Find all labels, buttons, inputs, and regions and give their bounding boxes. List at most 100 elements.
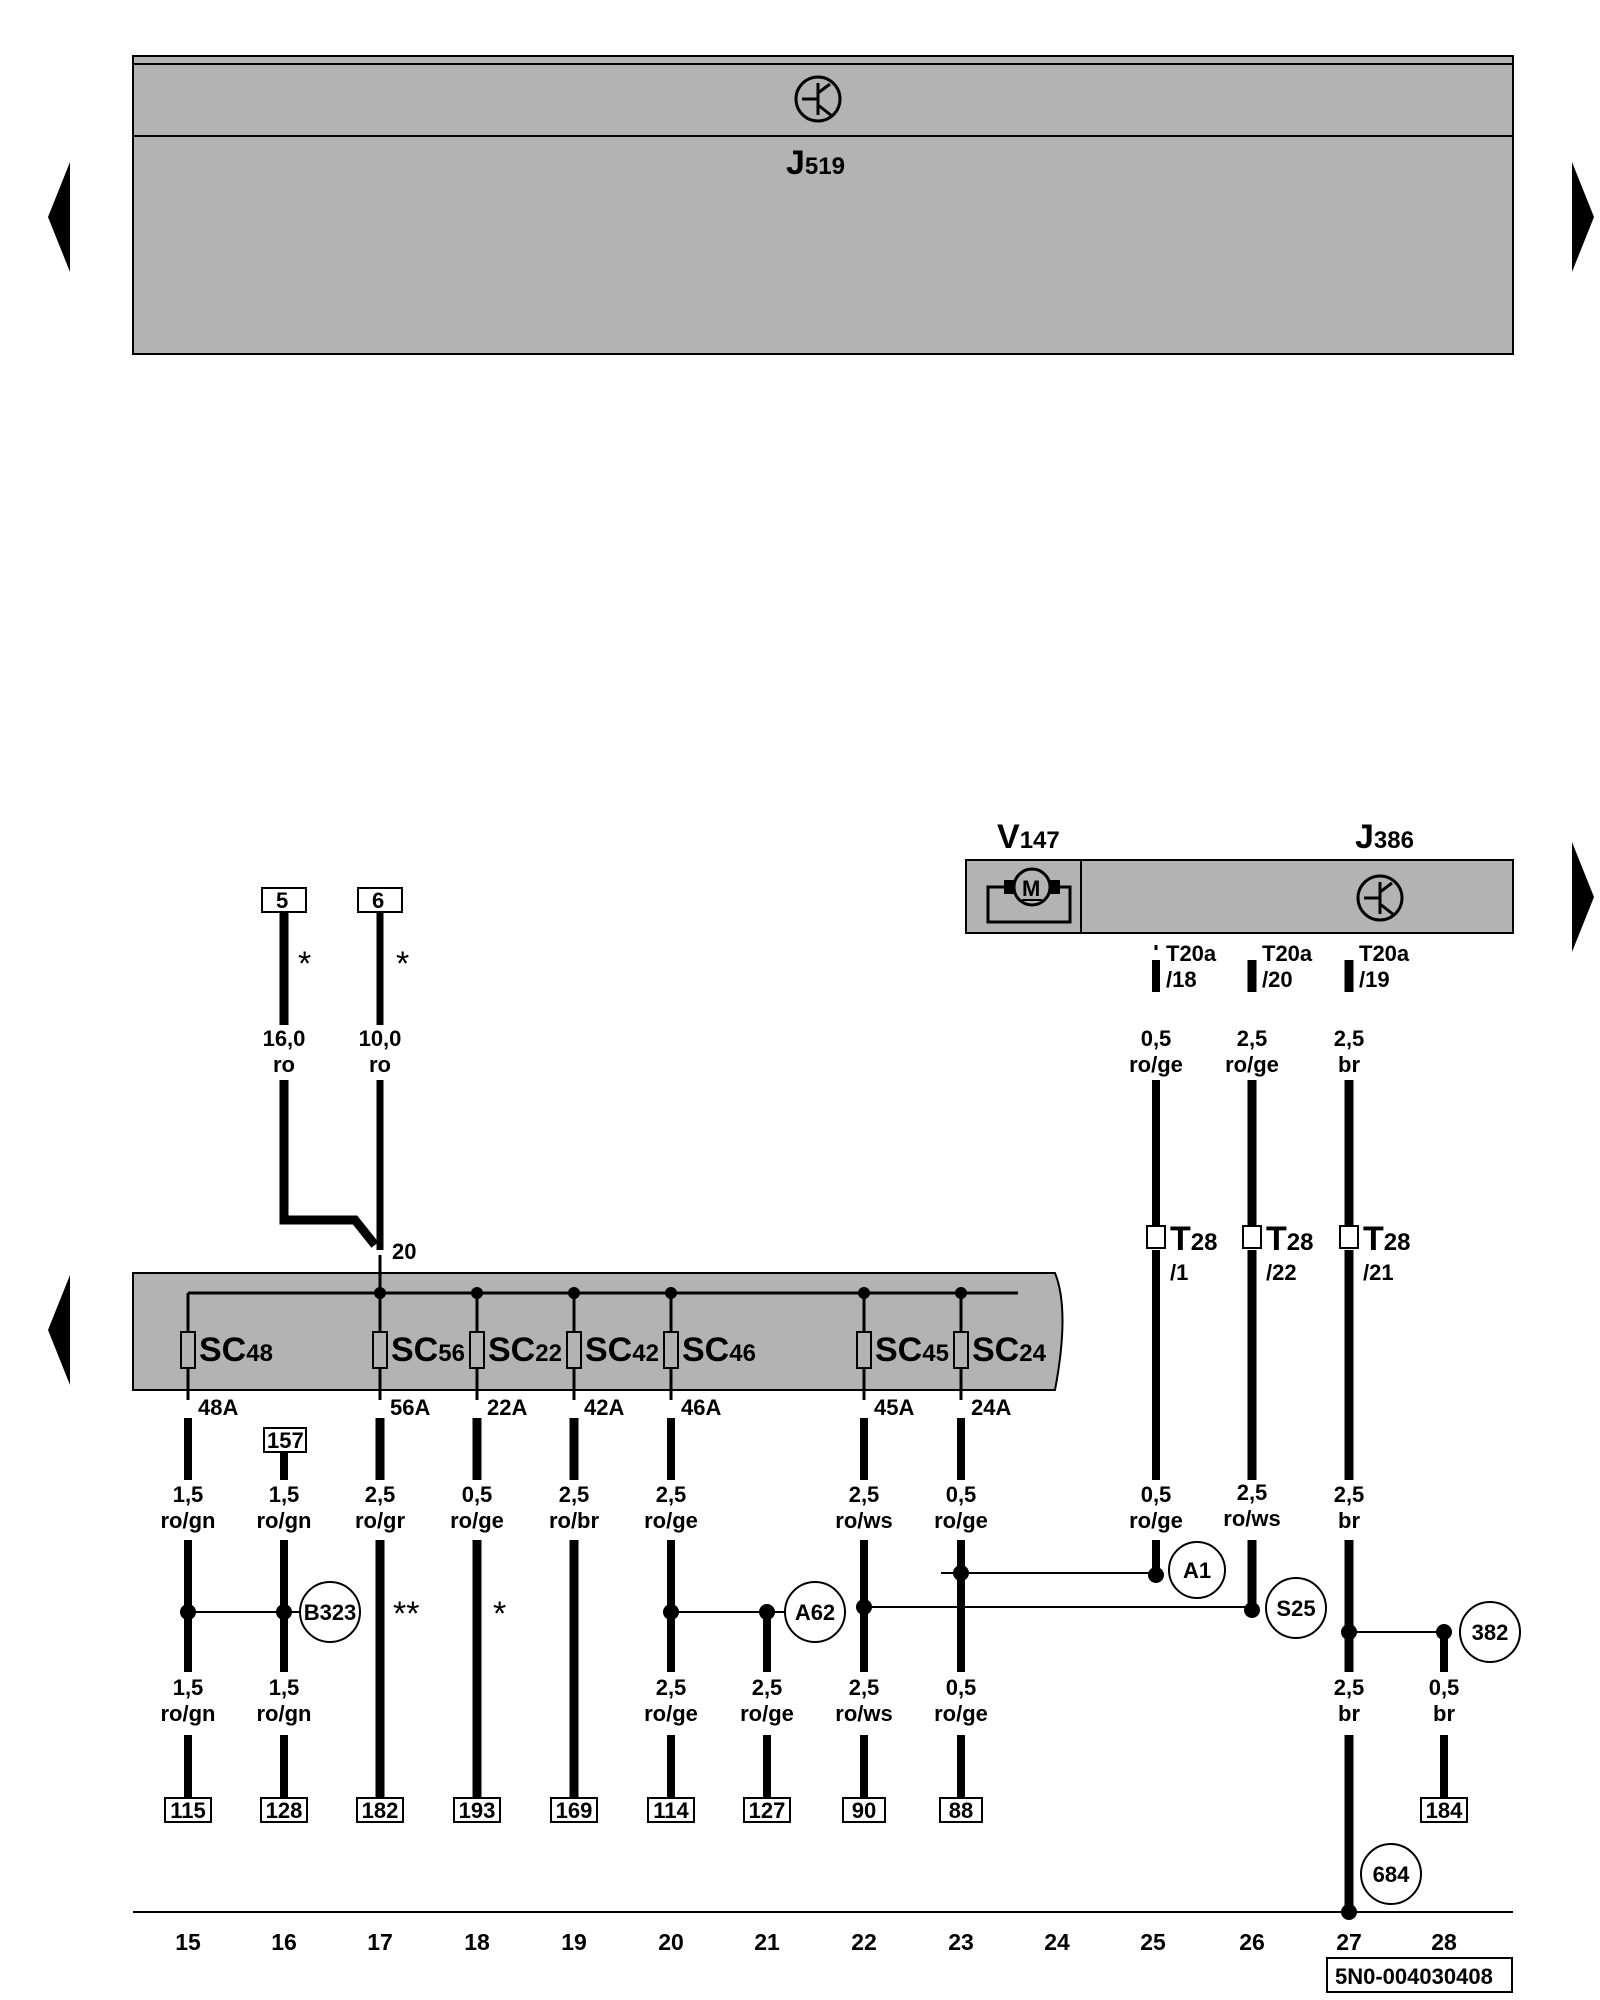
svg-text:90: 90: [852, 1798, 876, 1823]
pin-label: 24A: [971, 1395, 1011, 1420]
svg-text:/22: /22: [1266, 1260, 1297, 1285]
motor-icon: M: [986, 867, 1072, 924]
svg-text:SC46: SC46: [682, 1331, 756, 1369]
svg-text:28: 28: [1431, 1929, 1457, 1955]
svg-text:1,5: 1,5: [173, 1675, 204, 1700]
electronic-unit-icon: [1356, 874, 1404, 922]
svg-text:1,5: 1,5: [173, 1482, 204, 1507]
wire-color: ro/ge: [1129, 1052, 1183, 1077]
bottom-ref-boxes[interactable]: 115 128 182 193 169 114 127 90 88 184: [164, 1797, 1468, 1823]
svg-text:A62: A62: [795, 1600, 835, 1625]
connector-b323[interactable]: B323: [299, 1581, 361, 1643]
svg-text:21: 21: [754, 1929, 780, 1955]
ref-box-157[interactable]: 157: [263, 1427, 307, 1453]
svg-text:SC56: SC56: [391, 1331, 465, 1369]
svg-text:27: 27: [1336, 1929, 1362, 1955]
svg-text:ro/ge: ro/ge: [1129, 1508, 1183, 1533]
column-numbers: 15 16 17 18 19 20 21 22 23 24 25 26 27 2…: [175, 1929, 1457, 1955]
connector-382[interactable]: 382: [1459, 1601, 1521, 1663]
connector-a1[interactable]: A1: [1168, 1541, 1226, 1599]
svg-text:ro/ws: ro/ws: [835, 1701, 892, 1726]
electronic-unit-icon: [794, 75, 842, 123]
svg-text:2,5: 2,5: [559, 1482, 590, 1507]
svg-text:br: br: [1338, 1508, 1360, 1533]
ref-box-6[interactable]: 6: [357, 887, 403, 913]
v147-label: V147: [997, 818, 1060, 856]
pin-label: 46A: [681, 1395, 721, 1420]
fuse-sc42: SC42: [566, 1331, 659, 1369]
bus-pin-label: 20: [392, 1239, 416, 1264]
svg-text:5N0-004030408: 5N0-004030408: [1335, 1964, 1493, 1989]
svg-text:ro/gn: ro/gn: [257, 1701, 312, 1726]
pin-label: 42A: [584, 1395, 624, 1420]
svg-text:ro/ge: ro/ge: [644, 1508, 698, 1533]
svg-text:ro/br: ro/br: [549, 1508, 600, 1533]
connector-684[interactable]: 684: [1360, 1843, 1422, 1905]
page-prev-arrow-top[interactable]: [48, 162, 70, 272]
svg-text:193: 193: [459, 1798, 496, 1823]
pin-label: /18: [1166, 967, 1197, 992]
svg-text:684: 684: [1373, 1862, 1410, 1887]
wire-color: br: [1338, 1052, 1360, 1077]
svg-text:2,5: 2,5: [1334, 1482, 1365, 1507]
mark-star: *: [493, 1595, 506, 1633]
svg-text:2,5: 2,5: [752, 1675, 783, 1700]
page-next-arrow-top[interactable]: [1572, 162, 1594, 272]
pin-label: 48A: [198, 1395, 238, 1420]
pin-label: T20a: [1262, 941, 1313, 966]
motor-label: M: [1022, 876, 1040, 901]
svg-text:1,5: 1,5: [269, 1675, 300, 1700]
connector-s25[interactable]: S25: [1265, 1577, 1327, 1639]
svg-text:182: 182: [362, 1798, 399, 1823]
fuse-sc46: SC46: [663, 1331, 756, 1369]
svg-text:19: 19: [561, 1929, 587, 1955]
svg-text:ro/ge: ro/ge: [644, 1701, 698, 1726]
svg-text:br: br: [1433, 1701, 1455, 1726]
svg-text:br: br: [1338, 1701, 1360, 1726]
svg-text:/1: /1: [1170, 1260, 1188, 1285]
svg-text:ro/ge: ro/ge: [934, 1701, 988, 1726]
svg-text:2,5: 2,5: [849, 1675, 880, 1700]
svg-text:SC24: SC24: [972, 1331, 1047, 1369]
svg-text:0,5: 0,5: [1429, 1675, 1460, 1700]
svg-text:26: 26: [1239, 1929, 1265, 1955]
page-prev-arrow-fuse[interactable]: [48, 1275, 70, 1385]
svg-text:/21: /21: [1363, 1260, 1394, 1285]
svg-text:2,5: 2,5: [656, 1675, 687, 1700]
diagram-id: 5N0-004030408: [1326, 1957, 1513, 1993]
j519-label: J519: [786, 144, 845, 182]
svg-text:0,5: 0,5: [946, 1482, 977, 1507]
mark-star: *: [298, 945, 311, 983]
ref-box-5[interactable]: 5: [261, 887, 307, 913]
fuse-sc24: SC24: [953, 1331, 1047, 1369]
mid-wire-labels: 1,5 ro/gn 1,5 ro/gn 2,5 ro/gr 0,5 ro/ge …: [161, 1480, 1365, 1533]
svg-text:ro/ws: ro/ws: [835, 1508, 892, 1533]
wire-size: 2,5: [1334, 1026, 1365, 1051]
wire-color: ro/ge: [1225, 1052, 1279, 1077]
svg-text:T28: T28: [1266, 1220, 1313, 1258]
svg-text:15: 15: [175, 1929, 201, 1955]
wire-size: 2,5: [1237, 1026, 1268, 1051]
svg-text:ro/ge: ro/ge: [740, 1701, 794, 1726]
fuse-sc22: SC22: [469, 1331, 562, 1369]
pin-label: T20a: [1359, 941, 1410, 966]
svg-text:T28: T28: [1363, 1220, 1410, 1258]
svg-text:SC48: SC48: [199, 1331, 273, 1369]
connector-a62[interactable]: A62: [784, 1581, 846, 1643]
svg-text:T28: T28: [1170, 1220, 1217, 1258]
connector-t28-1: T28 /1: [1146, 1220, 1217, 1285]
page-next-arrow-j386[interactable]: [1572, 842, 1594, 952]
svg-text:115: 115: [170, 1798, 206, 1823]
svg-text:169: 169: [556, 1798, 593, 1823]
pin-label: 56A: [390, 1395, 430, 1420]
wire-color: ro: [273, 1052, 295, 1077]
svg-text:184: 184: [1426, 1798, 1463, 1823]
j386-label: J386: [1355, 818, 1414, 856]
svg-text:SC42: SC42: [585, 1331, 659, 1369]
connector-t28-21: T28 /21: [1339, 1220, 1410, 1285]
junction-dots: [180, 1287, 1452, 1920]
svg-text:ro/ws: ro/ws: [1223, 1506, 1280, 1531]
svg-text:2,5: 2,5: [849, 1482, 880, 1507]
unit-v147-j386: M: [965, 859, 1514, 934]
